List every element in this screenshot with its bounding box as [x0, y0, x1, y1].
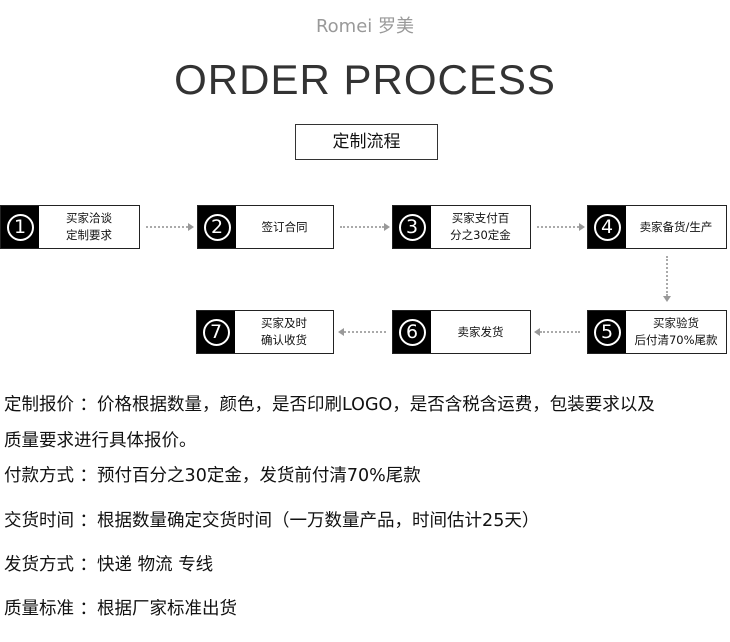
step-number-icon: 3 [393, 206, 431, 248]
step-label: 签订合同 [261, 219, 308, 234]
step-label: 卖家发货 [457, 324, 504, 339]
step-3: 3 买家支付百 分之30定金 [392, 205, 531, 249]
info-quality: 质量标准 ：根据厂家标准出货 [4, 599, 238, 619]
info-pricing: 定制报价 ：价格根据数量，颜色，是否印刷LOGO，是否含税含运费，包装要求以及 [4, 395, 655, 415]
step-7: 7 买家及时 确认收货 [196, 310, 334, 354]
step-number-icon: 6 [393, 311, 431, 353]
step-2: 2 签订合同 [197, 205, 334, 249]
arrow-left-icon [338, 328, 386, 336]
step-4: 4 卖家备货/生产 [587, 205, 727, 249]
step-number-icon: 5 [588, 311, 626, 353]
page-title: ORDER PROCESS [174, 56, 556, 103]
step-label: 买家洽谈 定制要求 [66, 211, 112, 242]
step-number-icon: 1 [1, 206, 39, 248]
arrow-right-icon [340, 223, 390, 231]
step-label: 买家验货 后付清70%尾款 [634, 316, 718, 347]
brand-name: Romei 罗美 [315, 16, 415, 37]
step-label: 买家支付百 分之30定金 [450, 211, 511, 242]
info-delivery-time: 交货时间 ：根据数量确定交货时间（一万数量产品，时间估计25天） [4, 511, 540, 531]
step-6: 6 卖家发货 [392, 310, 531, 354]
arrow-down-icon [663, 256, 671, 302]
step-number-icon: 4 [588, 206, 626, 248]
info-payment: 付款方式 ：预付百分之30定金，发货前付清70%尾款 [4, 466, 421, 486]
arrow-left-icon [534, 328, 580, 336]
step-label: 卖家备货/生产 [639, 219, 713, 234]
info-shipping: 发货方式 ：快递 物流 专线 [4, 555, 214, 575]
step-5: 5 买家验货 后付清70%尾款 [587, 310, 727, 354]
step-1: 1 买家洽谈 定制要求 [0, 205, 140, 249]
section-subtitle: 定制流程 [295, 124, 438, 160]
arrow-right-icon [537, 223, 585, 231]
info-pricing-cont: 质量要求进行具体报价。 [4, 431, 197, 451]
step-number-icon: 7 [197, 311, 235, 353]
arrow-right-icon [146, 223, 194, 231]
step-number-icon: 2 [198, 206, 236, 248]
step-label: 买家及时 确认收货 [261, 316, 307, 347]
